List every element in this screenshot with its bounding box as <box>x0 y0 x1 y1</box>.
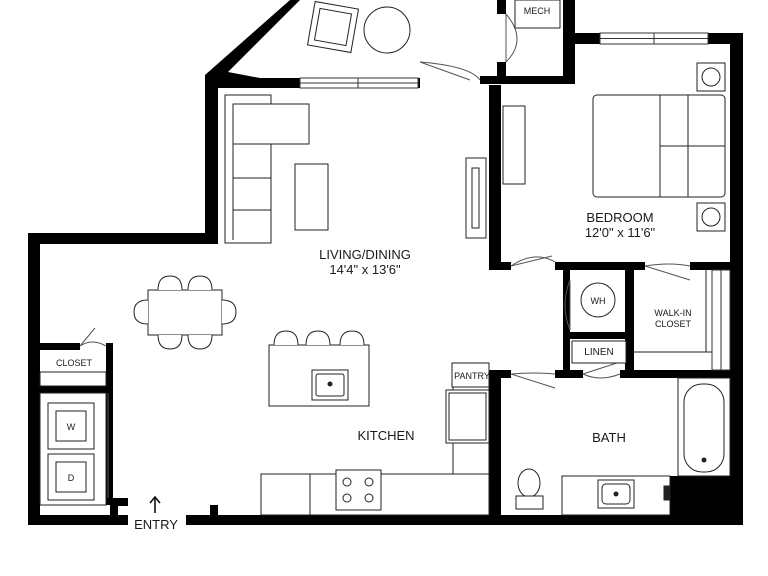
pantry-box <box>451 362 490 388</box>
sofa <box>224 94 310 244</box>
wall-closet-right <box>106 343 113 505</box>
wall-living-left <box>205 75 218 244</box>
label-washer: W <box>67 422 76 432</box>
balcony-table <box>363 6 411 54</box>
wall-bottom-left <box>28 515 128 525</box>
label-bath: BATH <box>592 430 626 445</box>
wall-entry-right-stub <box>210 505 218 525</box>
wall-left-top <box>28 233 218 244</box>
door-mech <box>505 13 518 63</box>
label-entry: ENTRY <box>134 517 178 532</box>
wall-mech-left <box>497 0 506 14</box>
wall-mech-bottom <box>480 76 575 84</box>
doors <box>79 13 691 498</box>
label-living-dims: 14'4" x 13'6" <box>329 262 401 277</box>
bathtub <box>677 377 731 477</box>
label-pantry: PANTRY <box>454 371 490 381</box>
dresser <box>502 105 526 185</box>
wall-wh-left <box>563 262 570 332</box>
cooktop <box>335 469 382 511</box>
coffee-table <box>294 163 329 231</box>
water-heater <box>580 282 616 318</box>
wall-left <box>28 233 40 525</box>
wall-right <box>730 33 743 525</box>
label-dryer: D <box>68 473 75 483</box>
wall-bedroom-bottom-c <box>690 262 735 270</box>
entry-arrow-icon <box>149 495 161 513</box>
wall-entry-left-jamb <box>110 498 128 506</box>
windows <box>299 32 731 371</box>
label-walkin-2: CLOSET <box>655 319 692 329</box>
balcony-chair <box>306 0 360 54</box>
vanity <box>561 475 671 516</box>
dining-set <box>133 275 237 350</box>
wall-linen-left <box>563 332 570 376</box>
wall-bottom-right <box>186 515 743 525</box>
label-bedroom: BEDROOM <box>586 210 653 225</box>
kitchen-island <box>268 330 370 407</box>
wall-entry-left-stub <box>110 498 118 518</box>
door-balcony <box>419 61 481 81</box>
wall-linen-top <box>563 332 633 339</box>
label-living: LIVING/DINING <box>319 247 411 262</box>
door-walkin <box>644 263 691 281</box>
fixtures <box>39 0 731 516</box>
wall-bath-corner <box>670 476 735 518</box>
label-wh: WH <box>591 296 606 306</box>
label-bedroom-dims: 12'0" x 11'6" <box>585 225 656 240</box>
wall-bedroom-bottom-b <box>555 262 645 270</box>
toilet <box>515 468 544 510</box>
label-kitchen: KITCHEN <box>357 428 414 443</box>
bed <box>592 94 726 198</box>
wall-bedroom-left <box>489 85 501 268</box>
wall-bedroom-bottom-a <box>489 262 511 270</box>
door-bath-a <box>510 372 556 389</box>
labels: LIVING/DINING 14'4" x 13'6" BEDROOM 12'0… <box>56 6 692 532</box>
refrigerator <box>445 389 490 444</box>
door-bedroom <box>510 255 556 267</box>
wall-wh-right <box>625 262 634 372</box>
wall-bath-top-b <box>555 370 583 378</box>
wall-mech-left-low <box>497 62 506 82</box>
wall-laundry-top <box>40 386 113 393</box>
wall-kitchen-bath <box>489 370 501 525</box>
mech-unit <box>514 0 561 29</box>
wall-closet-top <box>40 343 80 350</box>
linen-shelf <box>571 340 627 364</box>
nightstand-bottom <box>696 202 726 232</box>
door-bath-b <box>582 361 621 379</box>
walls <box>28 0 743 525</box>
wall-balcony-diagonal <box>205 0 300 88</box>
door-closet <box>79 327 107 347</box>
nightstand-top <box>696 62 726 92</box>
door-wh <box>564 279 571 331</box>
label-walkin-1: WALK-IN <box>654 308 691 318</box>
label-mech: MECH <box>524 6 551 16</box>
label-linen: LINEN <box>584 347 613 358</box>
wall-bath-top-c <box>620 370 735 378</box>
label-closet: CLOSET <box>56 358 93 368</box>
